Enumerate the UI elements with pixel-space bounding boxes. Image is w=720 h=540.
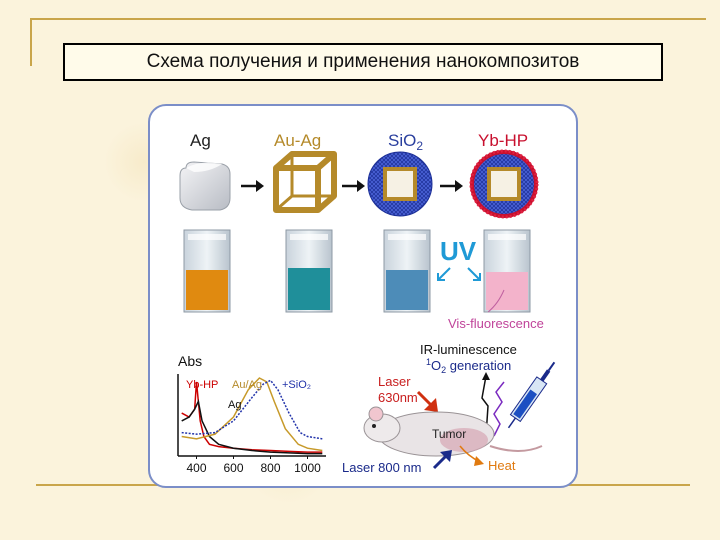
vial-au-ag — [285, 229, 333, 313]
arrow-icon — [241, 180, 264, 192]
chart-y-label: Abs — [178, 353, 202, 369]
legend-yb-hp: Yb-HP — [186, 379, 218, 391]
x-tick-label: 400 — [186, 461, 206, 475]
absorbance-chart: Abs 400 600 800 1000 Yb-HP Ag Au/Ag +SiO₂ — [177, 353, 326, 475]
left-rule — [30, 18, 32, 66]
o2-emission-wave-icon — [493, 381, 505, 437]
x-tick-label: 1000 — [294, 461, 321, 475]
top-rule — [30, 18, 706, 20]
laser-630-arrow-icon — [416, 390, 438, 412]
series-line-1 — [181, 399, 323, 455]
singlet-oxygen-label: 1O2 generation — [426, 357, 511, 375]
series-line-3 — [181, 379, 323, 440]
laser-800-label: Laser 800 nm — [342, 460, 422, 475]
ir-luminescence-label: IR-luminescence — [420, 342, 517, 357]
series-line-0 — [181, 381, 323, 453]
heat-label: Heat — [488, 458, 516, 473]
uv-arrow-left-icon — [437, 267, 451, 281]
laser-800-arrow-icon — [432, 450, 452, 470]
uv-label: UV — [440, 236, 477, 266]
laser-630-label-line2: 630nm — [378, 390, 418, 405]
vial-ag — [183, 229, 231, 313]
vis-fluorescence-pointer — [487, 289, 505, 313]
vial-yb-hp — [483, 229, 531, 313]
diagram-panel: Ag Au-Ag SiO2 Yb-HP — [148, 104, 578, 488]
stage-label-au-ag: Au-Ag — [274, 131, 321, 150]
legend-sio2: +SiO₂ — [282, 379, 311, 391]
syringe-icon — [507, 361, 556, 429]
x-tick-label: 800 — [260, 461, 280, 475]
arrow-icon — [440, 180, 463, 192]
vial-sio2 — [383, 229, 431, 313]
ir-emission-arrow-icon — [481, 372, 490, 437]
mouse-illustration-icon — [363, 406, 543, 457]
au-ag-nanocage-icon — [273, 151, 337, 213]
uv-arrow-right-icon — [467, 267, 481, 281]
slide-title: Схема получения и применения нанокомпози… — [146, 51, 580, 72]
legend-ag: Ag — [228, 399, 241, 411]
diagram-svg: Ag Au-Ag SiO2 Yb-HP — [177, 131, 556, 475]
slide-title-box: Схема получения и применения нанокомпози… — [63, 43, 663, 81]
vis-fluorescence-label: Vis-fluorescence — [448, 316, 544, 331]
legend-au-ag: Au/Ag — [232, 379, 262, 391]
x-tick-label: 600 — [223, 461, 243, 475]
heat-arrowhead-icon — [474, 456, 484, 466]
stage-label-ag: Ag — [190, 131, 211, 150]
tumor-label: Tumor — [432, 427, 466, 441]
yb-hp-particle-icon — [469, 149, 539, 219]
stage-label-yb-hp: Yb-HP — [478, 131, 528, 150]
series-line-2 — [181, 377, 323, 452]
stage-label-sio2: SiO2 — [388, 131, 423, 153]
arrow-icon — [342, 180, 365, 192]
sio2-coated-particle-icon — [367, 151, 433, 217]
laser-630-label-line1: Laser — [378, 374, 411, 389]
ag-nanocube-icon — [179, 161, 231, 211]
